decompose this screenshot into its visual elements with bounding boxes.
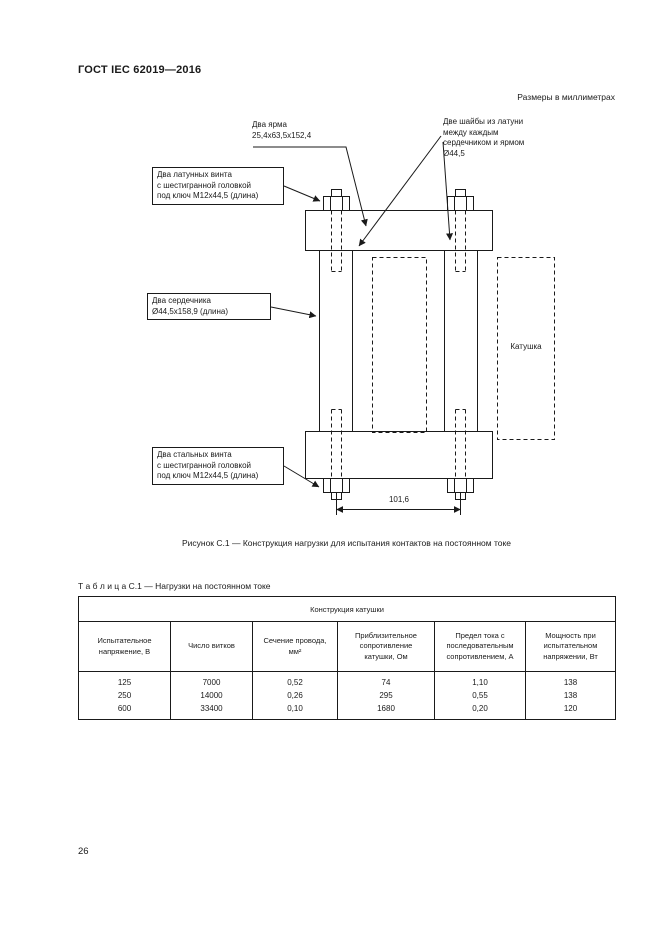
top-right-bolt-stud	[455, 189, 466, 197]
label-coil: Катушка	[510, 342, 542, 351]
dimensions-note: Размеры в миллиметрах	[517, 92, 615, 102]
column-header-turns: Число витков	[170, 621, 253, 672]
top-left-bolt-stud	[331, 189, 342, 197]
table-cell: 74	[337, 671, 435, 689]
table-group-header: Конструкция катушки	[77, 596, 617, 622]
table-cell: 250	[78, 689, 171, 702]
table-cell: 138	[524, 689, 617, 702]
leader-brass-screws	[283, 185, 321, 202]
column-header-voltage: Испытательное напряжение, В	[78, 621, 171, 672]
bottom-right-bolt-head	[447, 478, 474, 493]
table-cell: 33400	[170, 702, 253, 720]
table-cell: 600	[78, 702, 171, 720]
solid-parts	[305, 189, 493, 500]
column-header-current-limit: Предел тока с последовательным сопротивл…	[434, 621, 526, 672]
dimension-value: 101,6	[388, 495, 410, 504]
dimension-101-6	[336, 493, 461, 515]
label-steel-screws: Два стальных винта с шестигранной головк…	[152, 447, 284, 485]
bottom-yoke	[305, 431, 493, 479]
table-row: 250 14000 0,26 295 0,55 138	[78, 689, 617, 702]
top-left-bolt-head	[323, 196, 350, 211]
table-cell: 120	[524, 702, 617, 720]
leader-cores	[270, 306, 317, 319]
table-cell: 0,55	[434, 689, 526, 702]
figure-caption: Рисунок С.1 — Конструкция нагрузки для и…	[181, 538, 512, 548]
table-title: Т а б л и ц а С.1 — Нагрузки на постоянн…	[78, 581, 271, 591]
document-header: ГОСТ IEC 62019—2016	[78, 64, 202, 76]
table-cell: 1,10	[434, 671, 526, 689]
leader-washers-right	[442, 141, 454, 241]
page-number: 26	[78, 846, 89, 857]
label-brass-screws: Два латунных винта с шестигранной головк…	[152, 167, 284, 205]
top-yoke	[305, 210, 493, 251]
column-header-power: Мощность при испытательном напряжении, В…	[524, 621, 617, 672]
table-row: 600 33400 0,10 1680 0,20 120	[78, 702, 617, 720]
table-cell: 0,52	[252, 671, 338, 689]
hidden-lines	[331, 210, 555, 479]
column-header-wire-section: Сечение провода, мм²	[252, 621, 338, 672]
coil-box-dashed	[497, 257, 555, 440]
leader-yokes	[253, 146, 368, 227]
table-cell: 1680	[337, 702, 435, 720]
label-washers: Две шайбы из латуни между каждым сердечн…	[443, 117, 525, 158]
leader-washers-left	[358, 135, 442, 247]
label-yokes: Два ярма 25,4х63,5х152,4	[252, 120, 312, 140]
table-row: 125 7000 0,52 74 1,10 138	[78, 671, 617, 689]
table-cell: 14000	[170, 689, 253, 702]
top-right-bolt-head	[447, 196, 474, 211]
left-core	[319, 250, 353, 432]
bottom-left-bolt-head	[323, 478, 350, 493]
leader-lines	[253, 135, 454, 488]
table-cell: 125	[78, 671, 171, 689]
table-cell: 0,20	[434, 702, 526, 720]
table-cell: 7000	[170, 671, 253, 689]
column-header-resistance: Приблизительное сопротивление катушки, О…	[337, 621, 435, 672]
leader-steel-screws	[283, 465, 320, 488]
label-cores: Два сердечника Ø44,5х158,9 (длина)	[147, 293, 271, 321]
load-table: Конструкция катушки Испытательное напряж…	[77, 596, 617, 720]
table-cell: 295	[337, 689, 435, 702]
table-cell: 0,10	[252, 702, 338, 720]
table-cell: 0,26	[252, 689, 338, 702]
right-core	[444, 250, 478, 432]
table-cell: 138	[524, 671, 617, 689]
coil-section-dashed	[372, 257, 427, 433]
